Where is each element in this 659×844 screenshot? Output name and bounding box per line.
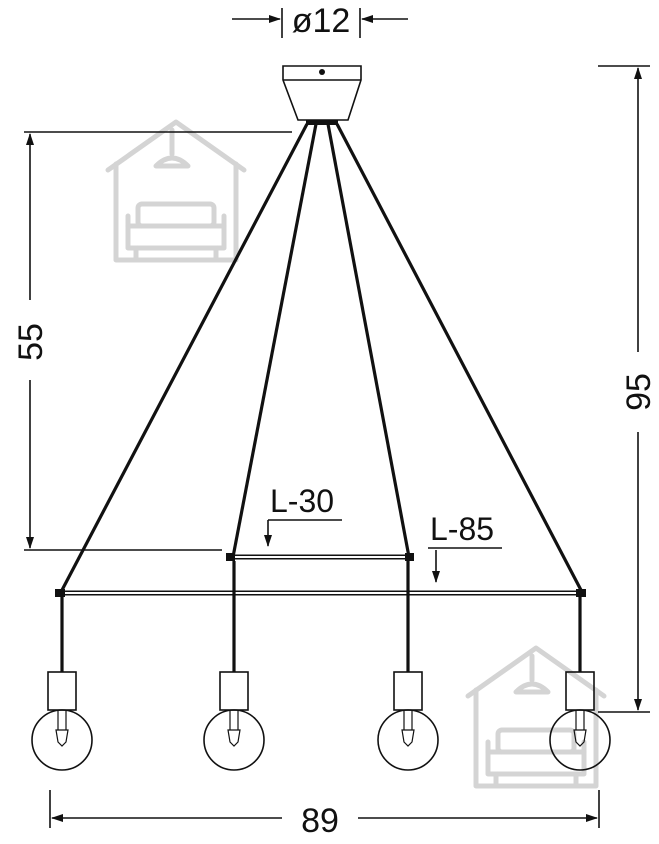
short-crossbar [226, 553, 414, 561]
lamp-4 [549, 671, 611, 771]
canopy-diameter-label: ø12 [292, 2, 351, 40]
ceiling-canopy [282, 65, 362, 125]
lamp-3 [377, 671, 439, 771]
short-bar-length-callout: L-30 [264, 483, 342, 547]
total-height-label: 95 [620, 373, 658, 411]
drop-cords [60, 561, 582, 672]
long-bar-length-label: L-85 [430, 511, 494, 547]
total-width-dimension: 89 [49, 790, 600, 840]
lamp-2 [203, 671, 265, 771]
total-height-dimension: 95 [598, 65, 658, 713]
short-bar-length-label: L-30 [270, 483, 334, 519]
watermark-house-icon-top [108, 122, 244, 260]
long-crossbar [55, 589, 586, 597]
drop-height-label: 55 [12, 323, 50, 361]
canopy-diameter-dimension: ø12 [232, 2, 408, 40]
total-width-label: 89 [301, 802, 339, 840]
long-bar-length-callout: L-85 [428, 511, 502, 583]
suspension-rods [59, 123, 584, 593]
lamp-1 [31, 671, 93, 771]
drop-height-dimension: 55 [12, 131, 292, 551]
